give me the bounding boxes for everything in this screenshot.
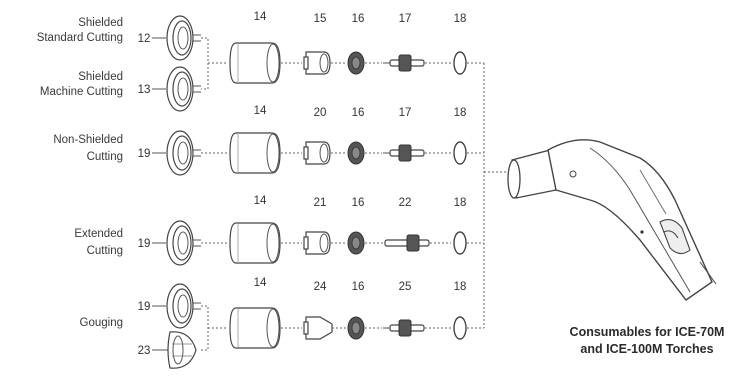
caption-line-1: Consumables for ICE-70M [570,325,725,339]
part-number-20: 20 [314,107,327,119]
part-number-15: 15 [314,13,327,25]
part-number-23: 23 [138,345,151,357]
part-number-18: 18 [454,281,467,293]
label-non-shielded-2: Cutting [87,151,123,163]
label-shielded-machine-2: Machine Cutting [40,86,123,98]
electrode-22 [384,234,430,252]
label-non-shielded-1: Non-Shielded [53,134,123,146]
torch-head [507,139,717,301]
label-shielded-standard-2: Standard Cutting [37,32,123,44]
part-number-19: 19 [138,148,151,160]
label-shielded-machine-1: Shielded [78,71,123,83]
gouging-shield-23 [167,331,197,369]
o-ring-18 [453,51,467,75]
part-number-19: 19 [138,301,151,313]
part-number-18: 18 [454,107,467,119]
nozzle-cup-14 [229,132,281,174]
part-number-14: 14 [254,277,267,289]
tip-15 [303,51,331,75]
part-number-24: 24 [314,281,327,293]
tip-24 [303,316,333,340]
label-extended-2: Cutting [87,245,123,257]
caption-line-2: and ICE-100M Torches [580,342,713,356]
part-number-12: 12 [138,33,151,45]
shield-19 [166,130,202,176]
label-shielded-standard-1: Shielded [78,17,123,29]
shield-12 [166,15,202,61]
part-number-17: 17 [399,13,412,25]
part-number-21: 21 [314,197,327,209]
label-gouging: Gouging [80,317,123,329]
electrode-17 [382,54,425,72]
nozzle-cup-14 [229,222,281,264]
o-ring-18 [453,141,467,165]
swirl-ring-16 [347,231,365,255]
shield-13 [166,66,202,112]
nozzle-cup-14 [229,42,281,84]
part-number-25: 25 [399,281,412,293]
part-number-16: 16 [352,197,365,209]
part-number-19: 19 [138,238,151,250]
swirl-ring-16 [347,51,365,75]
part-number-13: 13 [138,84,151,96]
shield-19 [166,283,202,329]
part-number-14: 14 [254,105,267,117]
part-number-22: 22 [399,197,412,209]
tip-21 [303,231,331,255]
part-number-16: 16 [352,107,365,119]
part-number-16: 16 [352,281,365,293]
tip-20 [303,141,331,165]
o-ring-18 [453,316,467,340]
part-number-16: 16 [352,13,365,25]
part-number-18: 18 [454,13,467,25]
o-ring-18 [453,231,467,255]
swirl-ring-16 [347,316,365,340]
label-extended-1: Extended [74,228,123,240]
electrode-25 [382,319,425,337]
part-number-18: 18 [454,197,467,209]
part-number-14: 14 [254,195,267,207]
swirl-ring-16 [347,141,365,165]
nozzle-cup-14 [229,307,281,349]
shield-19 [166,220,202,266]
part-number-14: 14 [254,11,267,23]
part-number-17: 17 [399,107,412,119]
electrode-17 [382,144,425,162]
